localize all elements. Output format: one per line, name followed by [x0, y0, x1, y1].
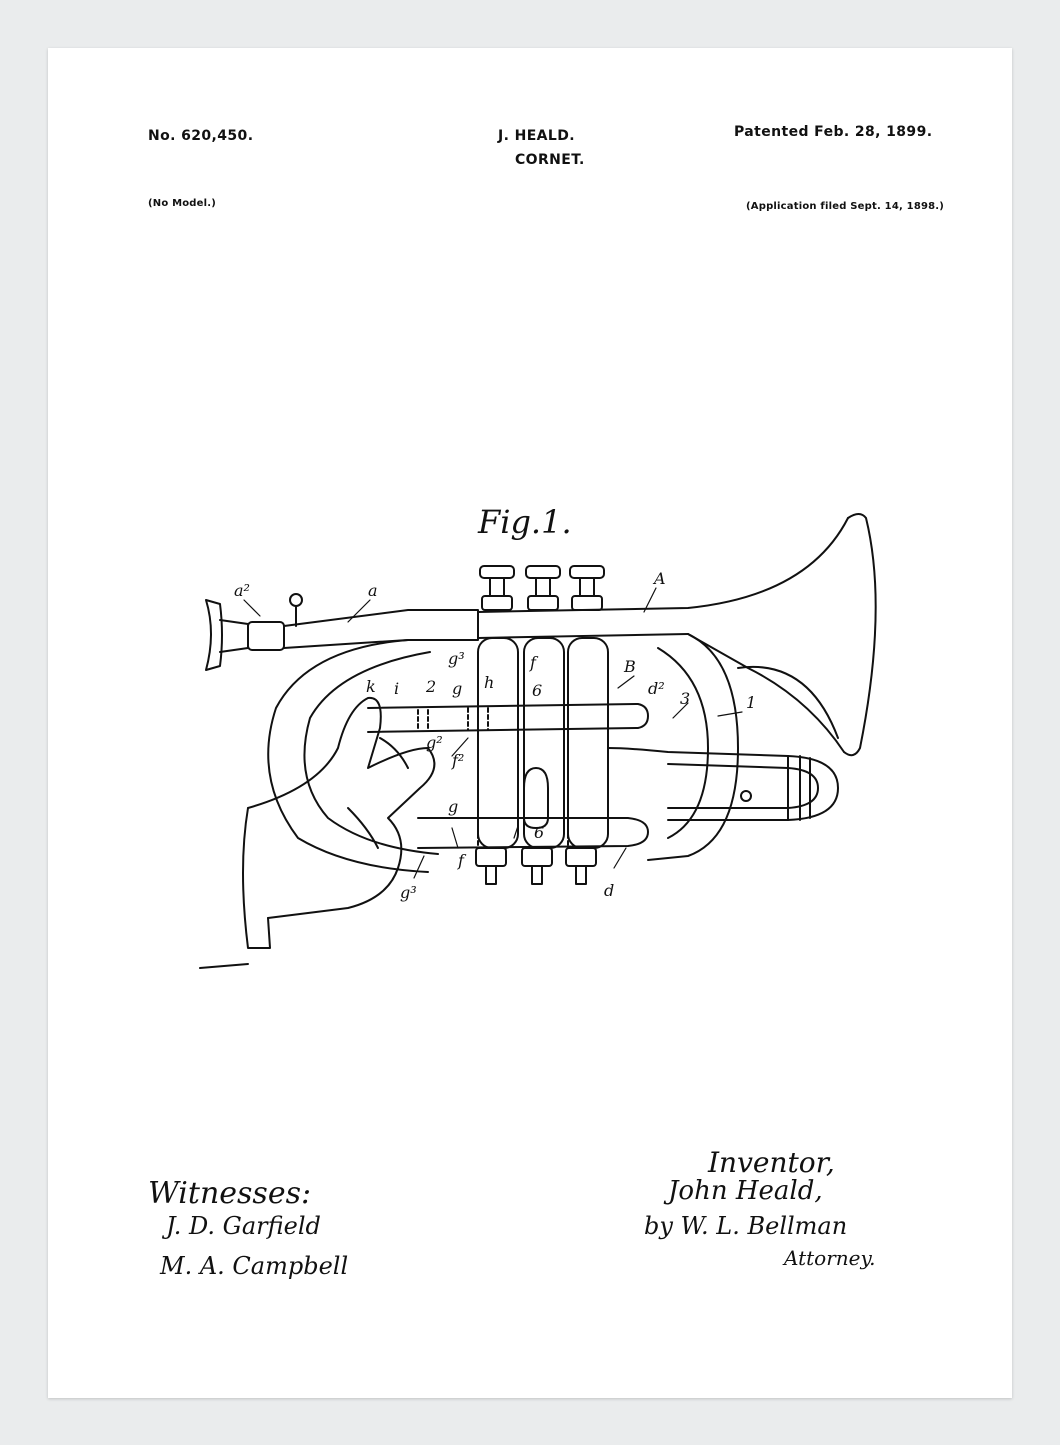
main-loop: [267, 639, 429, 873]
witness-signature-1: J. D. Garfield: [166, 1212, 321, 1240]
top-tube: [477, 517, 849, 613]
ref-h: h: [484, 673, 494, 692]
leadpipe: [283, 609, 479, 649]
bell-flare: [843, 513, 877, 757]
ref-i: i: [394, 679, 399, 698]
cornet-drawing: a² a A k i 2 g³ g h f 6 B d² 3 1 g² f² g…: [199, 513, 877, 969]
valve-bottom-caps: [475, 847, 597, 885]
ref-g-bottom: g: [448, 797, 458, 816]
ref-d: d: [604, 881, 614, 900]
ref-g3-bottom: g³: [400, 883, 417, 902]
figure-label: Fig.1.: [478, 503, 572, 541]
ref-A: A: [652, 569, 666, 588]
ref-d2: d²: [648, 679, 665, 698]
valve-casing-1: [477, 637, 519, 849]
application-note: (Application filed Sept. 14, 1898.): [746, 201, 945, 212]
ref-f2: f²: [451, 751, 464, 770]
ref-f-bottom: f: [457, 851, 467, 870]
ref-6-bottom: 6: [534, 823, 544, 842]
ref-a2: a²: [234, 581, 250, 600]
witnesses-heading: Witnesses:: [148, 1176, 312, 1211]
inventor-signature: John Heald,: [668, 1176, 823, 1206]
tuning-slide: [607, 747, 839, 821]
attorney-label: Attorney.: [784, 1246, 876, 1270]
ref-a: a: [368, 581, 378, 600]
patent-sheet: No. 620,450. J. HEALD. CORNET. Patented …: [48, 48, 1012, 1398]
upper-slide: [367, 703, 649, 733]
ref-k: k: [366, 677, 376, 696]
leadpipe-knob: [289, 593, 303, 607]
ref-3: 3: [680, 689, 690, 708]
inventor-heading: Inventor,: [708, 1146, 835, 1179]
ref-2: 2: [425, 677, 436, 696]
ref-g2: g²: [426, 733, 443, 752]
patent-number: No. 620,450.: [148, 128, 254, 144]
ref-g3-top: g³: [448, 649, 465, 668]
patent-date: Patented Feb. 28, 1899.: [734, 124, 933, 140]
sleeve-cuff: [242, 807, 271, 949]
ref-6-top: 6: [532, 681, 542, 700]
valve-casing-3: [567, 637, 609, 849]
ref-B: B: [623, 657, 636, 676]
ref-f-top: f: [529, 653, 539, 672]
valve-buttons: [479, 565, 605, 611]
crook: [523, 767, 549, 829]
witness-signature-2: M. A. Campbell: [160, 1252, 349, 1280]
mouthpiece-cup: [205, 599, 223, 671]
mouthpiece-shank: [219, 619, 249, 653]
model-note: (No Model.): [148, 198, 217, 209]
attorney-by-line: by W. L. Bellman: [644, 1212, 848, 1240]
patent-title: CORNET.: [515, 152, 585, 168]
ref-1: 1: [746, 693, 756, 712]
mouthpiece-receiver: [247, 621, 285, 651]
inventor-name: J. HEALD.: [498, 128, 575, 144]
ref-g-top: g: [452, 679, 462, 698]
lower-slide: [417, 817, 649, 849]
